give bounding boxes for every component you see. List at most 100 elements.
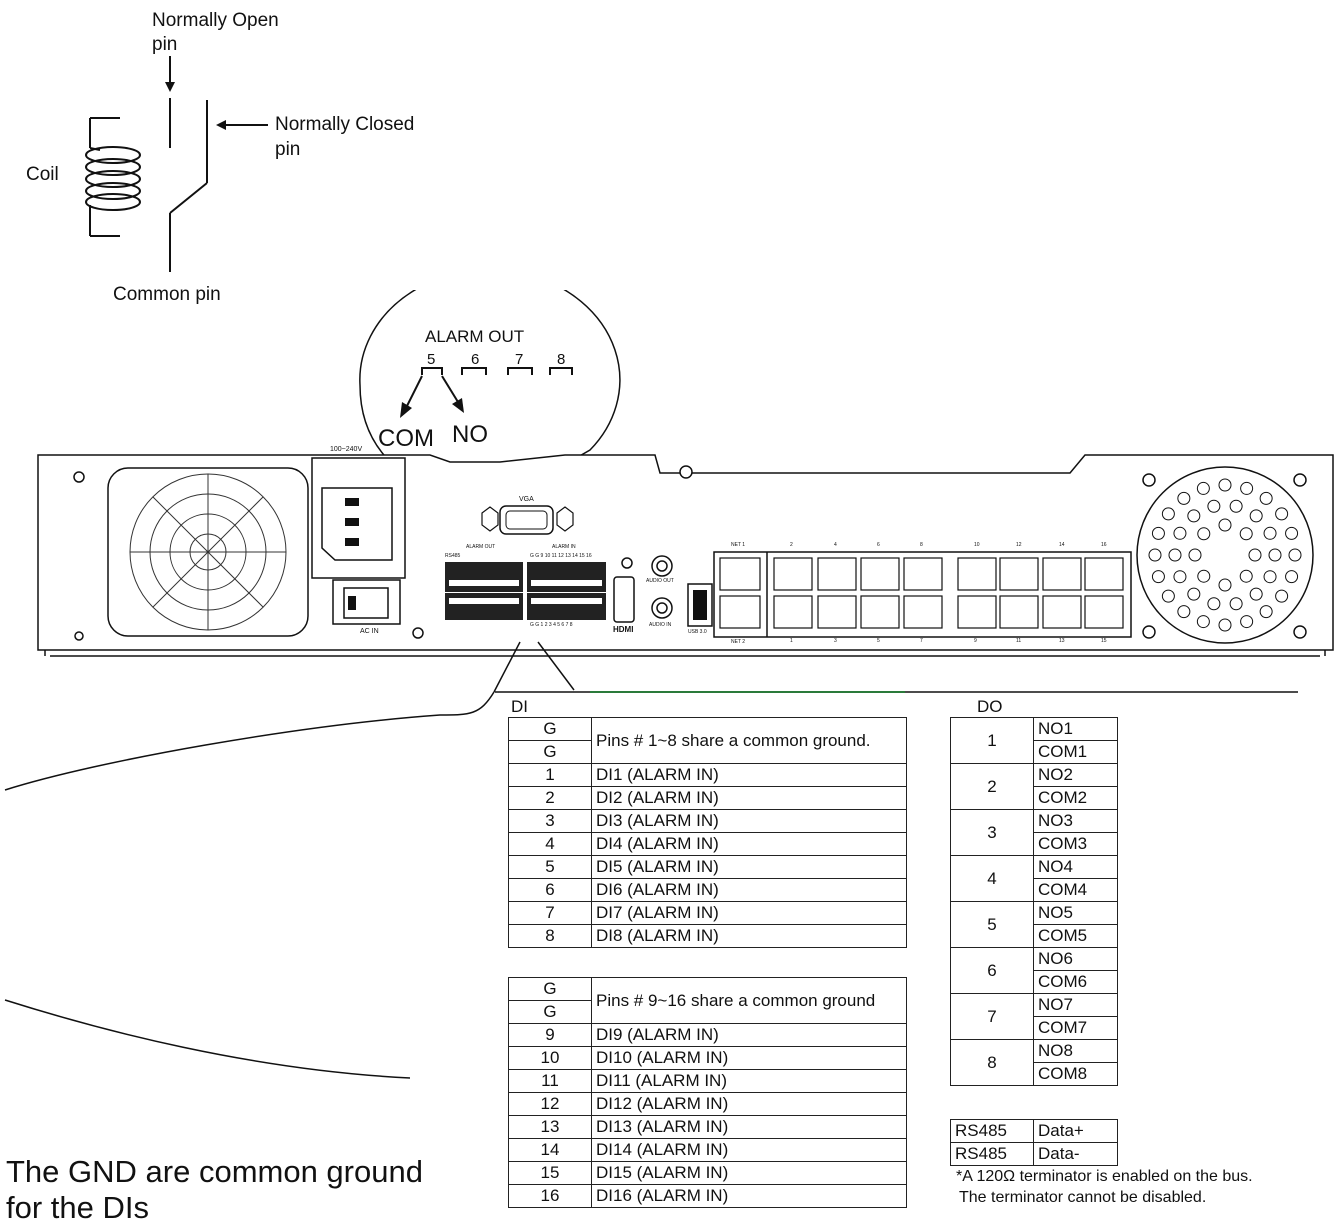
device-rear-panel [37, 454, 1334, 657]
normally-open-label-line2: pin [152, 34, 178, 55]
do-no: NO2 [1033, 763, 1118, 787]
pin-number: 16 [508, 1184, 592, 1208]
fan-hole [1196, 615, 1210, 629]
fan-hole [1239, 569, 1253, 583]
fan-hole [1248, 548, 1262, 562]
fan-hole [1177, 605, 1191, 619]
fan-hole [1161, 507, 1175, 521]
fan-hole [1285, 526, 1299, 540]
fan-hole [1197, 527, 1211, 541]
pin-number: 13 [508, 1115, 592, 1139]
alarm-in-top-pins: G G 9 10 11 12 13 14 15 16 [530, 553, 592, 559]
rj45-port [903, 595, 943, 629]
usb-label: USB 3.0 [688, 629, 707, 635]
normally-open-label: Normally Open [152, 10, 279, 31]
ground-note: Pins # 9~16 share a common ground [591, 977, 907, 1024]
pin-function: DI6 (ALARM IN) [591, 878, 907, 902]
fan-hole [1218, 618, 1232, 632]
fan-hole [1197, 569, 1211, 583]
rj45-port [1042, 557, 1082, 591]
footer-line-2: for the DIs [6, 1190, 149, 1225]
net2-label: NET 2 [731, 639, 746, 645]
pin-number: 12 [508, 1092, 592, 1116]
do-number: 4 [950, 855, 1034, 902]
do-com: COM8 [1033, 1062, 1118, 1086]
pin-function: DI7 (ALARM IN) [591, 901, 907, 925]
fan-hole [1177, 491, 1191, 505]
pin-function: DI10 (ALARM IN) [591, 1046, 907, 1070]
pin-function: DI8 (ALARM IN) [591, 924, 907, 948]
alarm-in-label: ALARM IN [552, 544, 576, 550]
di-header: DI [511, 697, 528, 716]
pin-number: 11 [508, 1069, 592, 1093]
port-label: 11 [1016, 638, 1022, 644]
terminator-note-2: The terminator cannot be disabled. [959, 1189, 1207, 1206]
pin-number: 9 [508, 1023, 592, 1047]
rs485-label: RS485 [950, 1119, 1034, 1143]
pin-function: DI15 (ALARM IN) [591, 1161, 907, 1185]
fan-hole [1268, 548, 1282, 562]
do-number: 5 [950, 901, 1034, 948]
do-no: NO6 [1033, 947, 1118, 971]
voltage-label: 100~240V [330, 446, 363, 453]
pin-number: 6 [508, 878, 592, 902]
port-label: 4 [834, 542, 837, 548]
do-com: COM7 [1033, 1016, 1118, 1040]
do-com: COM6 [1033, 970, 1118, 994]
fan-hole [1218, 478, 1232, 492]
port-label: 6 [877, 542, 880, 548]
fan-hole [1239, 527, 1253, 541]
callout-pin-8: 8 [557, 351, 566, 368]
fan-hole [1285, 570, 1299, 584]
table-row: COM2 [951, 786, 1118, 810]
rj45-port [817, 595, 857, 629]
rj45-port [860, 557, 900, 591]
footer-line-1: The GND are common ground [6, 1154, 423, 1189]
callout-no: NO [452, 421, 488, 448]
alarm-out-label: ALARM OUT [466, 544, 496, 550]
fan-hole [1249, 587, 1263, 601]
rj45-port [903, 557, 943, 591]
audio-in-label: AUDIO IN [649, 622, 672, 628]
do-no: NO5 [1033, 901, 1118, 925]
vga-label: VGA [519, 496, 534, 503]
pin-function: DI1 (ALARM IN) [591, 763, 907, 787]
do-no: NO1 [1033, 717, 1118, 741]
rs485-signal: Data+ [1033, 1119, 1118, 1143]
rj45-port [999, 557, 1039, 591]
fan-hole [1187, 587, 1201, 601]
port-label: 10 [974, 542, 980, 548]
callout-pin-5: 5 [427, 351, 436, 368]
pin-number: G [508, 977, 592, 1001]
pin-number: 1 [508, 763, 592, 787]
do-com: COM5 [1033, 924, 1118, 948]
pin-number: 10 [508, 1046, 592, 1070]
pin-function: DI9 (ALARM IN) [591, 1023, 907, 1047]
fan-hole [1161, 589, 1175, 603]
port-label: 16 [1101, 542, 1107, 548]
fan-hole [1168, 548, 1182, 562]
do-header: DO [977, 697, 1003, 716]
do-number: 7 [950, 993, 1034, 1040]
pin-function: DI2 (ALARM IN) [591, 786, 907, 810]
do-com: COM2 [1033, 786, 1118, 810]
fan-hole [1259, 605, 1273, 619]
rs485-label: RS485 [445, 553, 461, 559]
table-row: COM6 [951, 970, 1118, 994]
